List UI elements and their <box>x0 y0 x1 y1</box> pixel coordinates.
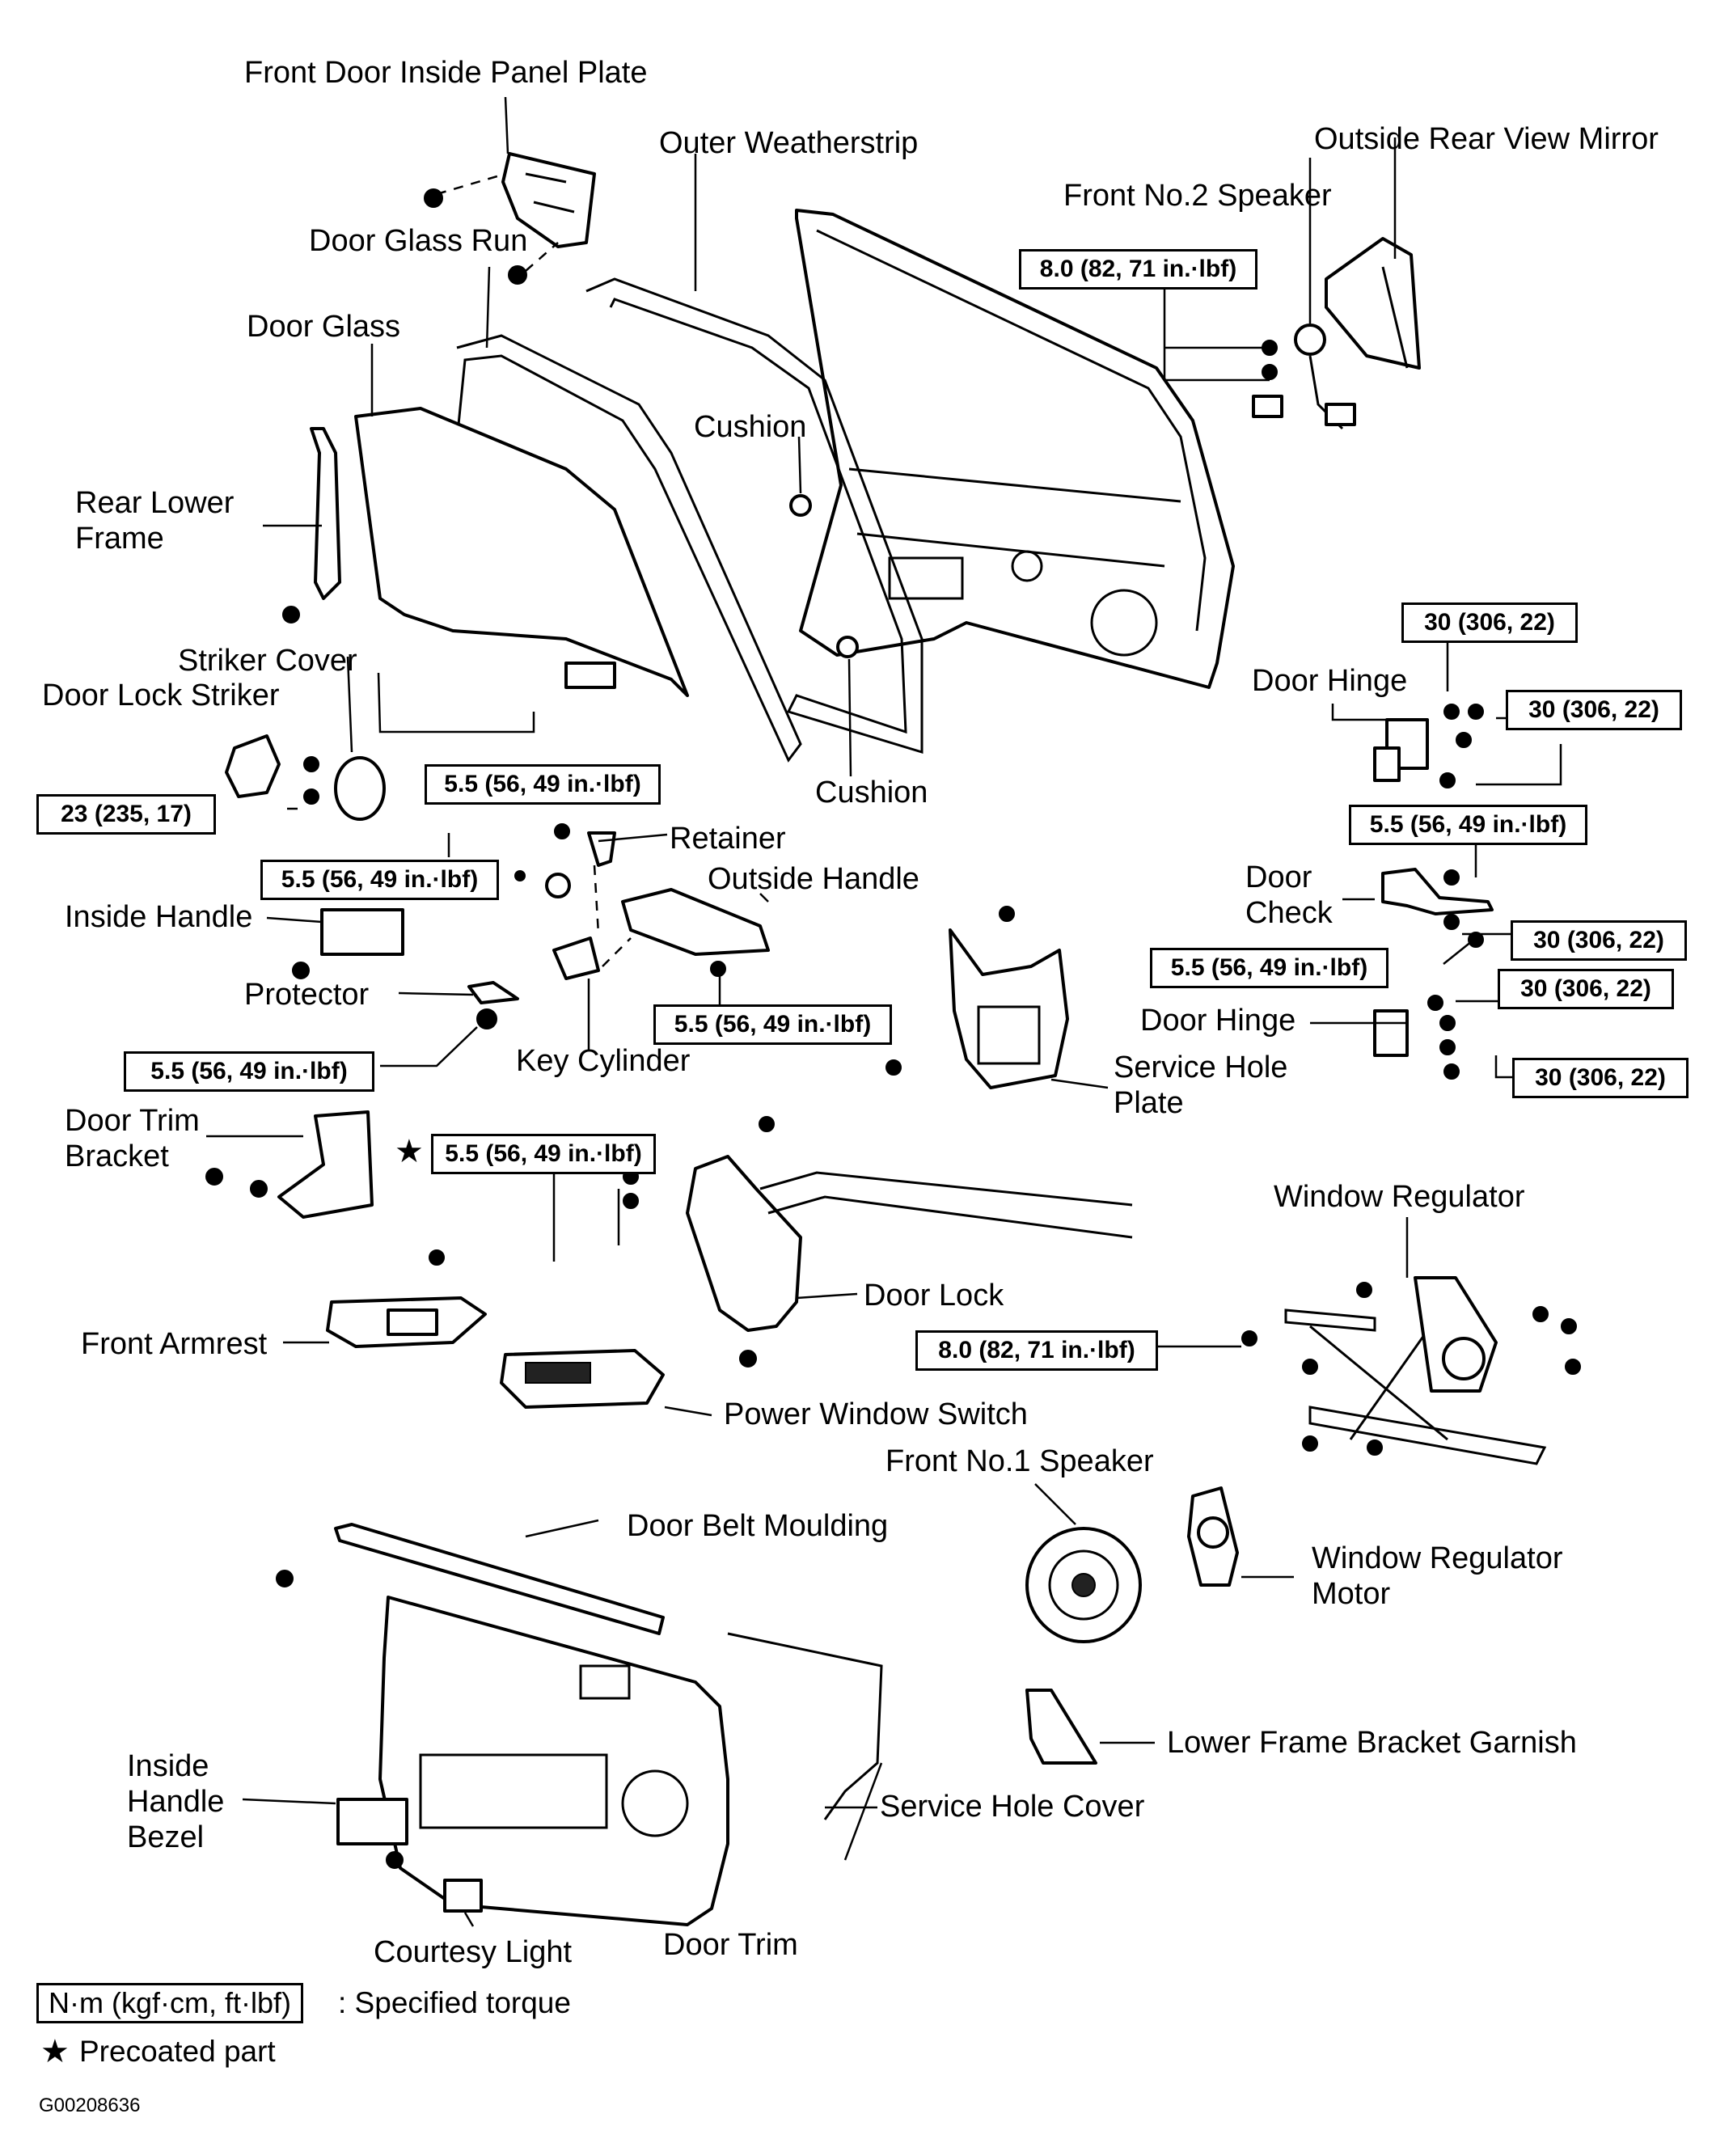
label-inside-handle-bezel: Inside Handle Bezel <box>127 1749 225 1854</box>
label-cushion-upper: Cushion <box>694 410 807 444</box>
label-power-window-switch: Power Window Switch <box>724 1397 1028 1431</box>
door-trim-part <box>276 1523 883 1926</box>
service-hole-plate-part <box>885 906 1069 1089</box>
label-door-lock-striker: Door Lock Striker <box>42 679 280 712</box>
torque-box-outside-handle: 5.5 (56, 49 in.·lbf) <box>653 1004 892 1045</box>
label-outside-rear-view-mirror: Outside Rear View Mirror <box>1314 122 1659 156</box>
cushion-upper-part <box>789 494 812 517</box>
door-glass-run-part <box>455 334 802 763</box>
cushion-lower-part <box>836 636 859 658</box>
door-check-part <box>1381 868 1494 948</box>
rear-lower-frame-part <box>282 427 341 624</box>
label-service-hole-cover: Service Hole Cover <box>880 1790 1145 1824</box>
torque-box-check-body: 30 (306, 22) <box>1511 920 1687 961</box>
door-lock-striker-part <box>225 734 386 821</box>
label-window-regulator: Window Regulator <box>1274 1180 1525 1214</box>
torque-box-hinge-lower-a: 30 (306, 22) <box>1498 969 1674 1009</box>
label-front-door-inside-panel-plate: Front Door Inside Panel Plate <box>244 56 648 90</box>
label-cushion-lower: Cushion <box>815 776 928 810</box>
door-glass-part <box>354 407 689 697</box>
legend-unit-text: : Specified torque <box>338 1986 571 2019</box>
label-door-hinge-upper: Door Hinge <box>1252 664 1408 698</box>
label-door-hinge-lower: Door Hinge <box>1140 1004 1296 1038</box>
label-door-trim-bracket: Door Trim Bracket <box>65 1104 200 1173</box>
label-door-glass: Door Glass <box>247 310 401 344</box>
label-lower-frame-bracket-garnish: Lower Frame Bracket Garnish <box>1167 1726 1577 1760</box>
label-outer-weatherstrip: Outer Weatherstrip <box>659 126 919 160</box>
label-front-no1-speaker: Front No.1 Speaker <box>885 1444 1154 1478</box>
label-courtesy-light: Courtesy Light <box>374 1935 573 1969</box>
torque-box-mirror: 8.0 (82, 71 in.·lbf) <box>1019 249 1257 290</box>
door-hinge-lower-part <box>1373 995 1460 1080</box>
label-door-belt-moulding: Door Belt Moulding <box>627 1509 889 1543</box>
label-inside-handle: Inside Handle <box>65 900 253 934</box>
armrest-part <box>326 1249 665 1409</box>
label-service-hole-plate: Service Hole Plate <box>1114 1051 1288 1120</box>
legend-unit-box: N·m (kgf·cm, ft·lbf) <box>36 1983 303 2023</box>
mirror-part <box>1252 237 1421 430</box>
torque-box-protector: 5.5 (56, 49 in.·lbf) <box>124 1051 374 1092</box>
label-front-armrest: Front Armrest <box>81 1327 268 1361</box>
label-key-cylinder: Key Cylinder <box>516 1044 691 1078</box>
legend-star-text: Precoated part <box>79 2035 276 2068</box>
label-window-regulator-motor: Window Regulator Motor <box>1312 1541 1563 1611</box>
legend-star-icon: ★ <box>40 2034 70 2069</box>
torque-box-hinge-upper-a: 30 (306, 22) <box>1401 602 1578 643</box>
torque-box-striker: 23 (235, 17) <box>36 794 216 835</box>
figure-code: G00208636 <box>39 2095 141 2116</box>
label-rear-lower-frame: Rear Lower Frame <box>75 486 235 556</box>
torque-box-regulator: 8.0 (82, 71 in.·lbf) <box>915 1330 1158 1371</box>
inside-panel-plate-part <box>424 152 596 285</box>
torque-box-glass: 5.5 (56, 49 in.·lbf) <box>425 764 661 805</box>
handle-parts <box>292 823 770 1029</box>
torque-box-hinge-upper-b: 30 (306, 22) <box>1506 690 1682 730</box>
label-door-glass-run: Door Glass Run <box>309 224 528 258</box>
label-door-lock: Door Lock <box>864 1279 1004 1313</box>
label-retainer: Retainer <box>670 822 786 856</box>
label-front-no2-speaker: Front No.2 Speaker <box>1063 179 1332 213</box>
label-striker-cover: Striker Cover <box>178 644 357 678</box>
window-regulator-part <box>1241 1276 1581 1465</box>
torque-box-retainer: 5.5 (56, 49 in.·lbf) <box>260 860 499 900</box>
speaker-motor-parts <box>1025 1486 1239 1765</box>
leader-lines <box>206 96 1562 1927</box>
torque-box-check-upper: 5.5 (56, 49 in.·lbf) <box>1349 805 1587 845</box>
torque-box-hinge-lower-b: 30 (306, 22) <box>1512 1058 1689 1098</box>
label-protector: Protector <box>244 978 370 1012</box>
door-trim-bracket-part <box>205 1110 374 1219</box>
torque-box-door-lock: 5.5 (56, 49 in.·lbf) <box>431 1134 656 1174</box>
precoated-star-door-lock: ★ <box>395 1134 424 1169</box>
door-lock-part <box>623 1116 1133 1368</box>
label-door-check: Door Check <box>1245 860 1333 930</box>
torque-box-check-lower: 5.5 (56, 49 in.·lbf) <box>1150 948 1388 988</box>
door-hinge-upper-part <box>1373 704 1484 788</box>
door-body-part <box>795 209 1235 689</box>
label-door-trim: Door Trim <box>663 1928 798 1962</box>
outer-weatherstrip-part <box>585 277 924 755</box>
label-outside-handle: Outside Handle <box>708 862 919 896</box>
